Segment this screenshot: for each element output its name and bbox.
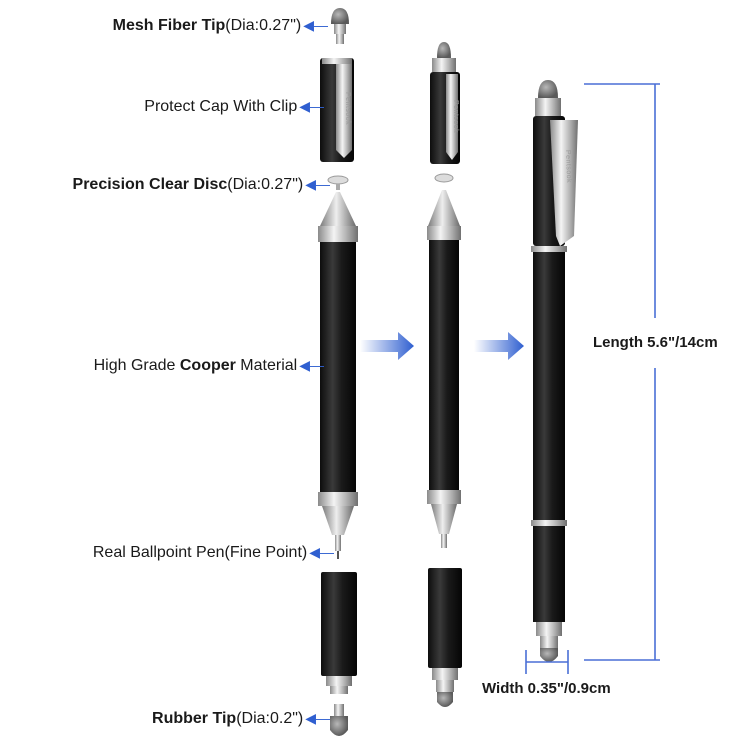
precision-disc-label: Precision Clear Disc(Dia:0.27")◀— bbox=[72, 176, 330, 193]
protect-cap-label: Protect Cap With Clip◀— bbox=[144, 98, 324, 115]
arrow-right-icon bbox=[474, 332, 524, 360]
arrow-left-icon: ◀— bbox=[309, 544, 334, 560]
arrow-left-icon: ◀— bbox=[305, 176, 330, 192]
rubber-tip-label: Rubber Tip(Dia:0.2")◀— bbox=[152, 710, 330, 727]
arrow-left-icon: ◀— bbox=[305, 710, 330, 726]
arrow-left-icon: ◀— bbox=[299, 98, 324, 114]
mesh-fiber-tip-part bbox=[331, 8, 349, 44]
mesh-fiber-tip-label: Mesh Fiber Tip(Dia:0.27")◀— bbox=[112, 17, 328, 34]
material-label: High Grade Cooper Material◀— bbox=[93, 357, 324, 374]
width-label: Width 0.35"/0.9cm bbox=[482, 680, 611, 697]
length-dimension-line bbox=[584, 83, 660, 661]
rubber-tip-cap-part bbox=[321, 572, 357, 694]
clip-brand-text-2: Pentsook bbox=[452, 100, 459, 133]
arrow-left-icon: ◀— bbox=[299, 357, 324, 373]
width-dimension-line bbox=[525, 650, 569, 674]
clip-brand-text-3: Pentsook bbox=[564, 150, 572, 183]
cap-part: Pentsook bbox=[320, 58, 354, 162]
clear-disc-part-2 bbox=[434, 173, 454, 183]
arrow-right-icon bbox=[360, 332, 414, 360]
pen-exploded: Pentsook bbox=[318, 8, 358, 736]
pen-assembled: Pentsook bbox=[531, 80, 578, 662]
cap-part-2: Pentsook bbox=[430, 42, 460, 164]
arrow-left-icon: ◀— bbox=[303, 17, 328, 33]
pen-body-part-2 bbox=[427, 190, 461, 548]
clip-brand-text-1: Pentsook bbox=[344, 92, 351, 125]
pen-body-part bbox=[318, 192, 358, 559]
rubber-tip-cap-part-2 bbox=[428, 568, 462, 707]
rubber-tip-part bbox=[330, 704, 348, 736]
pen-semi-assembled: Pentsook bbox=[427, 42, 462, 707]
clear-disc-part bbox=[327, 175, 349, 190]
length-label: Length 5.6"/14cm bbox=[593, 334, 718, 351]
ballpoint-label: Real Ballpoint Pen(Fine Point)◀— bbox=[92, 544, 334, 561]
